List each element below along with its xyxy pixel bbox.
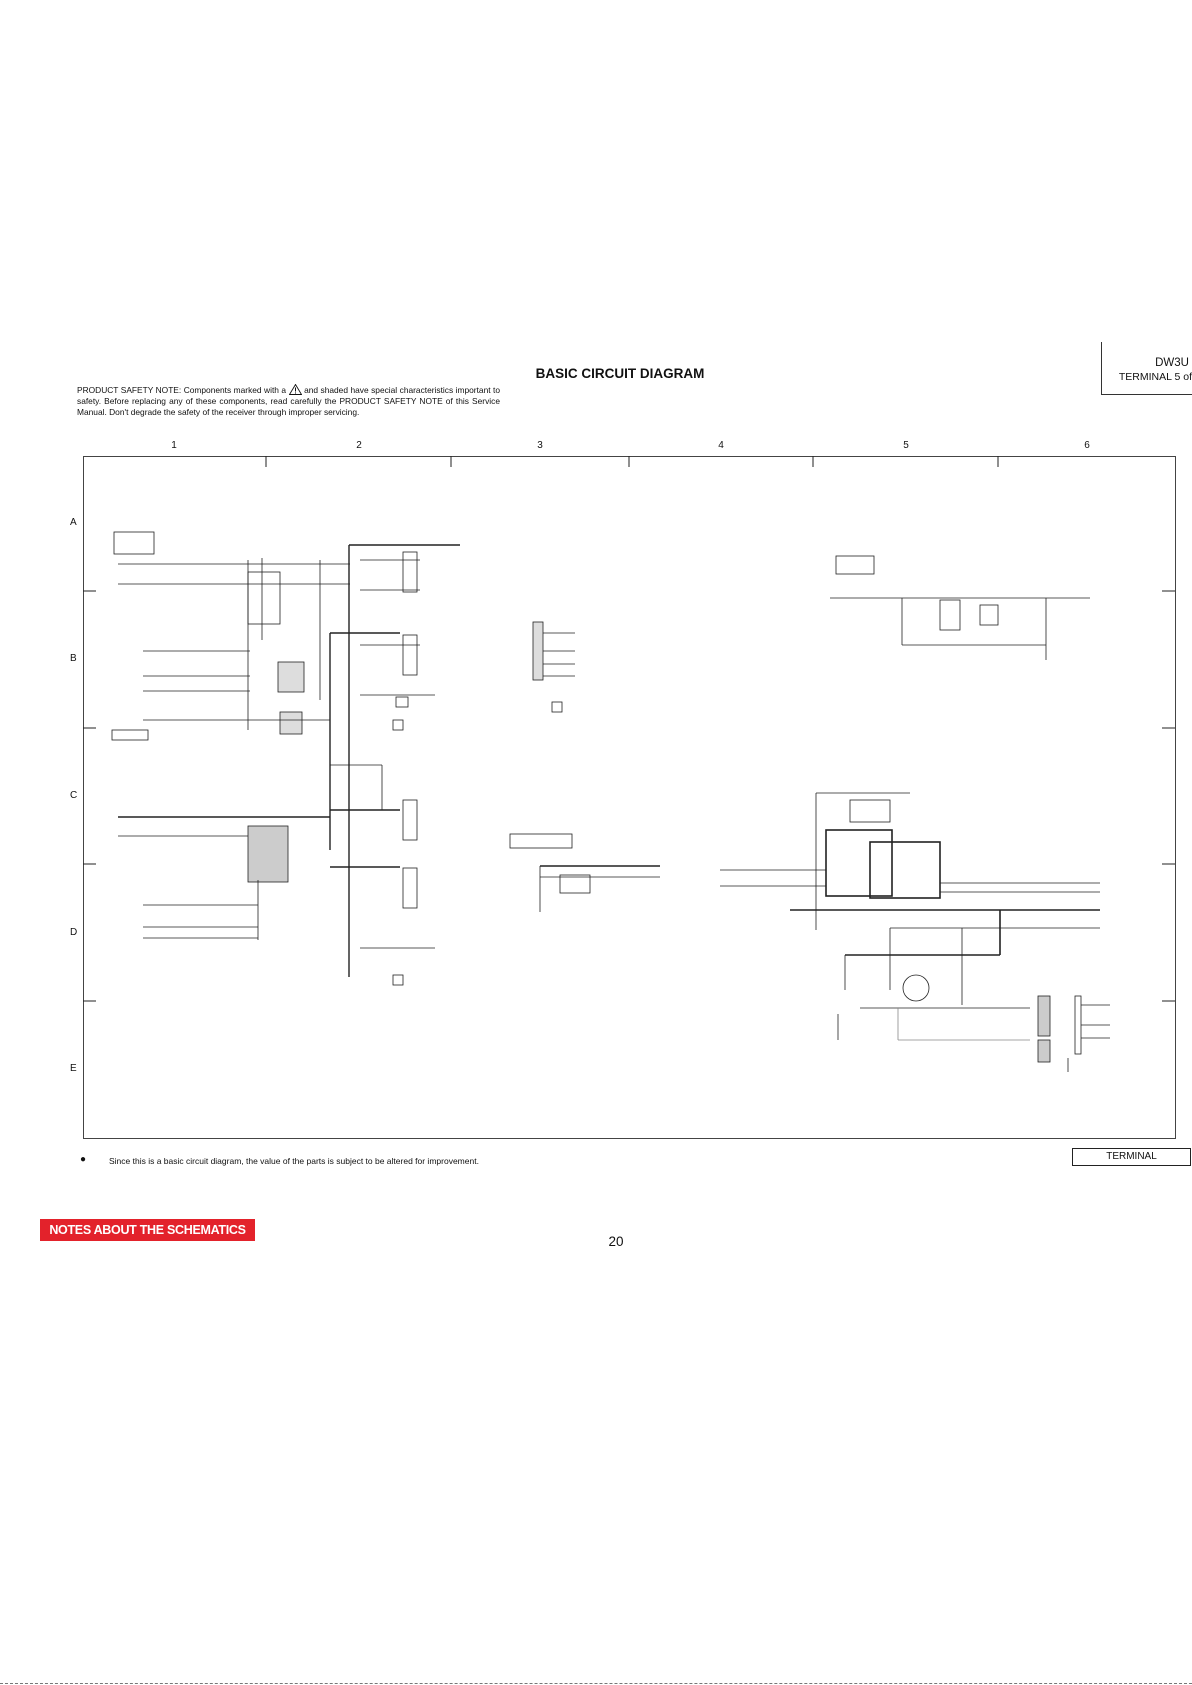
grid-row-d: D: [70, 927, 78, 938]
grid-column-2: 2: [356, 440, 362, 451]
right-output-circuit: [720, 792, 1110, 1072]
bottom-rule: [0, 1683, 1192, 1684]
grid-column-1: 1: [171, 440, 177, 451]
notes-about-schematics-link[interactable]: NOTES ABOUT THE SCHEMATICS: [40, 1219, 255, 1241]
grid-row-a: A: [70, 517, 77, 528]
model-name: DW3U: [1155, 357, 1189, 369]
grid-column-5: 5: [903, 440, 909, 451]
center-connector-circuit: [509, 621, 660, 912]
warning-triangle-icon: [288, 384, 302, 395]
upper-left-circuit: [111, 531, 460, 977]
safety-note-part2: and shaded have special characteristics …: [77, 385, 501, 417]
page-title: BASIC CIRCUIT DIAGRAM: [535, 366, 705, 381]
lower-left-circuit: [118, 764, 435, 986]
note-bullet: ●: [80, 1154, 87, 1165]
grid-row-e: E: [70, 1063, 77, 1074]
grid-column-3: 3: [537, 440, 543, 451]
grid-row-b: B: [70, 653, 77, 664]
section-label-terminal: TERMINAL: [1072, 1148, 1191, 1166]
model-info-box: [1101, 342, 1192, 395]
safety-note-part1: PRODUCT SAFETY NOTE: Components marked w…: [77, 385, 287, 395]
grid-row-c: C: [70, 790, 78, 801]
regulator-circuit: [830, 555, 1090, 660]
grid-column-4: 4: [718, 440, 724, 451]
grid-tick-marks: [83, 456, 1175, 1002]
product-safety-note: PRODUCT SAFETY NOTE: Components marked w…: [77, 384, 500, 418]
page-number: 20: [608, 1234, 624, 1249]
section-page-label: TERMINAL 5 of: [1118, 371, 1192, 383]
grid-column-6: 6: [1084, 440, 1090, 451]
improvement-note: Since this is a basic circuit diagram, t…: [109, 1156, 479, 1166]
